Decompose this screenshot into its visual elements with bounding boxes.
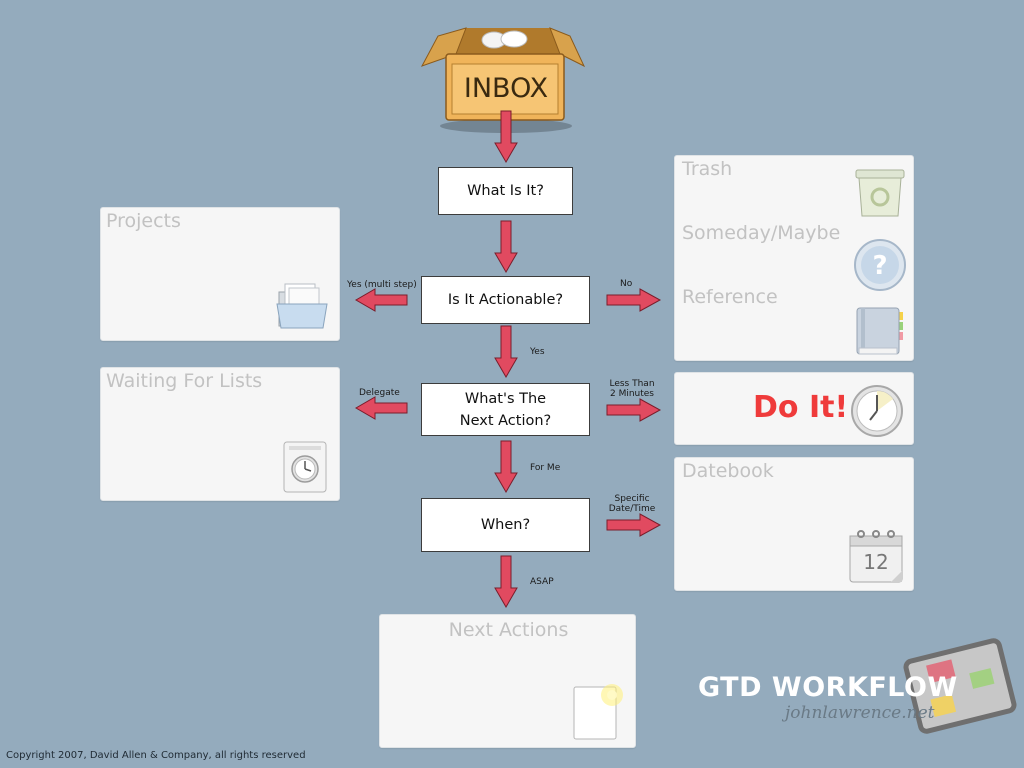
panel-someday-title: Someday/Maybe: [682, 222, 841, 244]
panel-waiting-title: Waiting For Lists: [106, 370, 263, 392]
clock-document-icon: [283, 441, 327, 493]
node-is-it-actionable-label: Is It Actionable?: [447, 292, 564, 308]
label-no: No: [620, 279, 633, 289]
panel-projects: Projects: [100, 207, 340, 341]
node-what-is-it: What Is It?: [438, 167, 573, 215]
label-specific-line2: Date/Time: [608, 504, 656, 514]
arrow-to-projects: [355, 288, 408, 312]
label-less-than-2-minutes: Less Than 2 Minutes: [606, 379, 658, 399]
folder-icon: [276, 283, 328, 329]
node-when: When?: [421, 498, 590, 552]
arrow-when-to-next-actions: [494, 555, 518, 608]
label-specific-line1: Specific: [614, 494, 650, 504]
node-when-label: When?: [480, 517, 531, 533]
label-asap: ASAP: [530, 577, 554, 587]
panel-datebook-title: Datebook: [682, 460, 774, 482]
label-yes: Yes: [530, 347, 545, 357]
arrow-inbox-to-what: [494, 110, 518, 163]
panel-reference-title: Reference: [682, 286, 778, 308]
brand-title: GTD WORKFLOW: [698, 672, 958, 703]
panel-trash-title: Trash: [682, 158, 733, 180]
calendar-date: 12: [863, 550, 888, 574]
blank-page-icon: [573, 684, 623, 740]
label-specific-date-time: Specific Date/Time: [604, 494, 660, 514]
node-what-is-it-label: What Is It?: [467, 183, 544, 199]
arrow-to-datebook: [606, 513, 662, 537]
arrow-what-to-actionable: [494, 220, 518, 273]
label-delegate: Delegate: [359, 388, 400, 398]
node-next-action: What's The Next Action?: [421, 383, 590, 436]
copyright-text: Copyright 2007, David Allen & Company, a…: [6, 750, 306, 761]
svg-text:?: ?: [872, 251, 887, 281]
arrow-to-trash-group: [606, 288, 662, 312]
panel-do-it: Do It!: [674, 372, 914, 445]
label-for-me: For Me: [530, 463, 561, 473]
node-next-action-line1: What's The: [464, 390, 547, 407]
calendar-icon: 12: [849, 530, 903, 583]
arrow-to-doit: [606, 398, 662, 422]
panel-projects-title: Projects: [106, 210, 181, 232]
trash-bin-icon: [855, 169, 905, 217]
inbox-label: INBOX: [463, 73, 549, 104]
brand-subtitle: johnlawrence.net: [785, 703, 935, 723]
node-next-action-line2: Next Action?: [459, 412, 552, 429]
brand-logo-icon: [903, 638, 1017, 734]
label-less-than-line2: 2 Minutes: [609, 389, 654, 399]
book-icon: [856, 307, 903, 355]
panel-next-actions-title: Next Actions: [448, 619, 569, 641]
arrow-next-to-when: [494, 440, 518, 493]
clock-icon: [851, 385, 903, 437]
label-yes-multi-step: Yes (multi step): [347, 280, 417, 290]
arrow-to-waiting: [355, 396, 408, 420]
question-icon: ?: [854, 239, 906, 291]
label-less-than-line1: Less Than: [609, 379, 655, 389]
do-it-title: Do It!: [753, 390, 849, 425]
arrow-actionable-to-next: [494, 325, 518, 378]
panel-datebook: Datebook 12: [674, 457, 914, 591]
panel-trash-someday-reference: Trash Someday/Maybe ? Reference: [674, 155, 914, 361]
cardboard-box-icon: [420, 27, 586, 133]
panel-next-actions: Next Actions: [379, 614, 636, 748]
panel-waiting-for-lists: Waiting For Lists: [100, 367, 340, 501]
node-is-it-actionable: Is It Actionable?: [421, 276, 590, 324]
